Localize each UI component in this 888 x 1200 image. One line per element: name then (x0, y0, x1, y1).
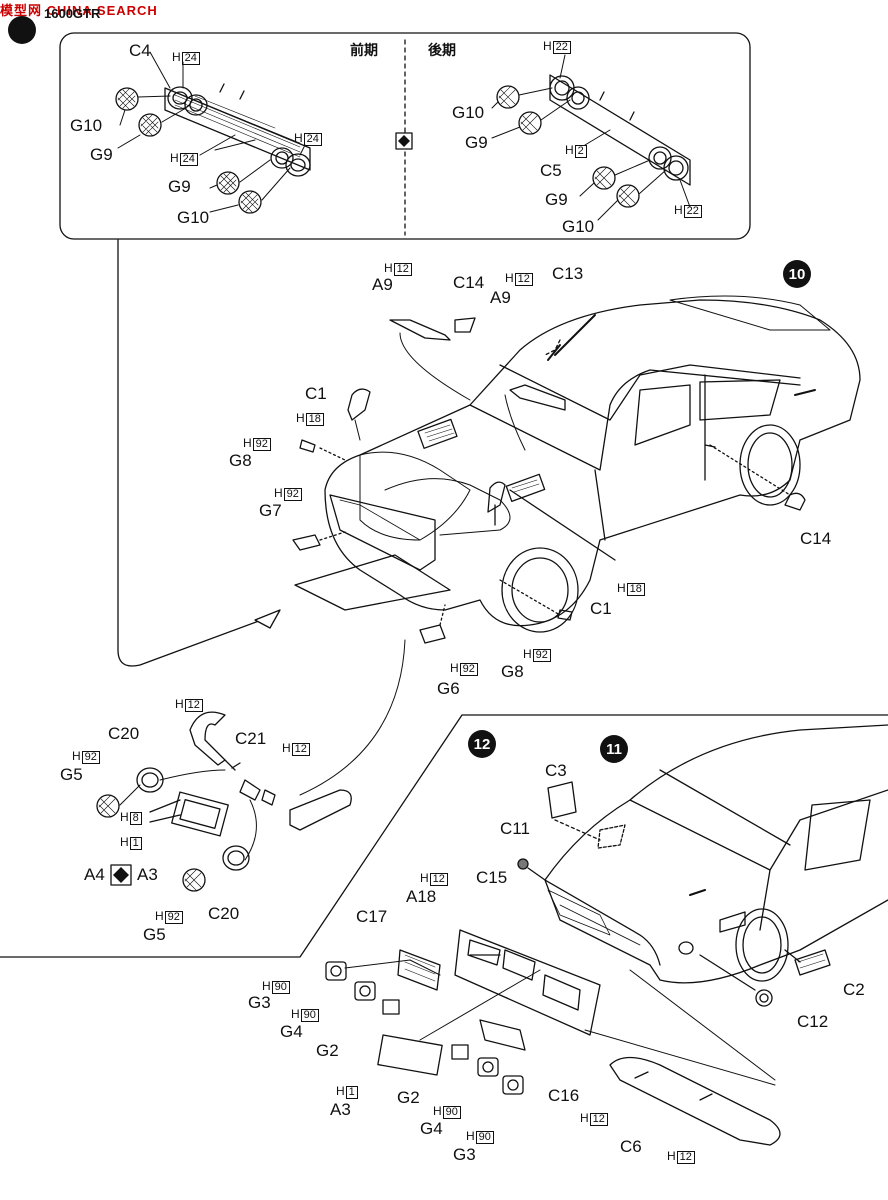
part-label-c16: C16 (548, 1086, 580, 1105)
early-model-label: 前期 (350, 43, 378, 59)
part-label-a9-a: A9 (372, 275, 393, 294)
part-label-g5-b: G5 (143, 925, 166, 944)
arrow-head-icon (254, 609, 281, 629)
part-label-c21: C21 (235, 729, 267, 748)
part-label-a4: A4 (84, 865, 105, 884)
part-label-c1-b: C1 (590, 599, 612, 618)
part-label-a3-a: A3 (137, 865, 158, 884)
part-label-g10-d: G10 (562, 217, 595, 236)
watermark-text: 模型网 CHINA SEARCH (0, 3, 158, 18)
step-badge-corner (8, 16, 36, 44)
model-name-header: 1600GTR (44, 6, 101, 21)
car10-parts (292, 314, 806, 644)
part-label-g4-a: G4 (280, 1022, 303, 1041)
part-label-g2-a: G2 (316, 1041, 339, 1060)
arrow-plane (294, 554, 451, 611)
part-label-g4-b: G4 (420, 1119, 443, 1138)
part-label-g10-b: G10 (177, 208, 210, 227)
late-leaders (491, 54, 691, 221)
part-label-c5: C5 (540, 161, 562, 180)
early-grille (164, 83, 311, 177)
part-label-c12: C12 (797, 1012, 829, 1031)
part-label-g10-a: G10 (70, 116, 103, 135)
part-label-a3-b: A3 (330, 1100, 351, 1119)
part-label-g9-b: G9 (168, 177, 191, 196)
car-body-step10 (324, 295, 861, 633)
part-label-c6: C6 (620, 1137, 642, 1156)
part-label-g8-b: G8 (501, 662, 524, 681)
part-label-a9-b: A9 (490, 288, 511, 307)
connector-line (117, 239, 276, 667)
step-number-11: 11 (600, 735, 628, 763)
a4-symbol-icon (110, 864, 132, 886)
rear-parts (325, 781, 831, 1146)
late-grille (549, 74, 691, 186)
part-label-c1-a: C1 (305, 384, 327, 403)
part-label-g2-b: G2 (397, 1088, 420, 1107)
step-number-12: 12 (468, 730, 496, 758)
part-label-c15: C15 (476, 868, 508, 887)
part-label-g10-c: G10 (452, 103, 485, 122)
part-label-c20-b: C20 (208, 904, 240, 923)
section-divider (0, 714, 888, 958)
part-label-c14-a: C14 (453, 273, 485, 292)
part-label-c14-b: C14 (800, 529, 832, 548)
part-label-c2: C2 (843, 980, 865, 999)
late-model-label: 後期 (428, 43, 456, 59)
part-label-g9-a: G9 (90, 145, 113, 164)
part-label-c4: C4 (129, 41, 151, 60)
front-bumper-parts (96, 639, 406, 892)
part-label-c13: C13 (552, 264, 584, 283)
step-number-10: 10 (783, 260, 811, 288)
part-label-c20-a: C20 (108, 724, 140, 743)
part-label-c17: C17 (356, 907, 388, 926)
early-lenses (115, 87, 262, 214)
part-label-g5-a: G5 (60, 765, 83, 784)
early-leaders (117, 51, 306, 213)
part-label-c3: C3 (545, 761, 567, 780)
part-label-g6: G6 (437, 679, 460, 698)
part-label-g7: G7 (259, 501, 282, 520)
part-label-g3-b: G3 (453, 1145, 476, 1164)
car-body-step11 (544, 724, 888, 984)
part-label-a18: A18 (406, 887, 437, 906)
part-label-g8-a: G8 (229, 451, 252, 470)
late-lenses (496, 85, 640, 208)
inset-box (59, 32, 751, 240)
part-label-g3-a: G3 (248, 993, 271, 1012)
diamond-symbol-icon (395, 132, 413, 150)
part-label-g9-d: G9 (545, 190, 568, 209)
part-label-g9-c: G9 (465, 133, 488, 152)
part-label-c11: C11 (500, 819, 530, 838)
